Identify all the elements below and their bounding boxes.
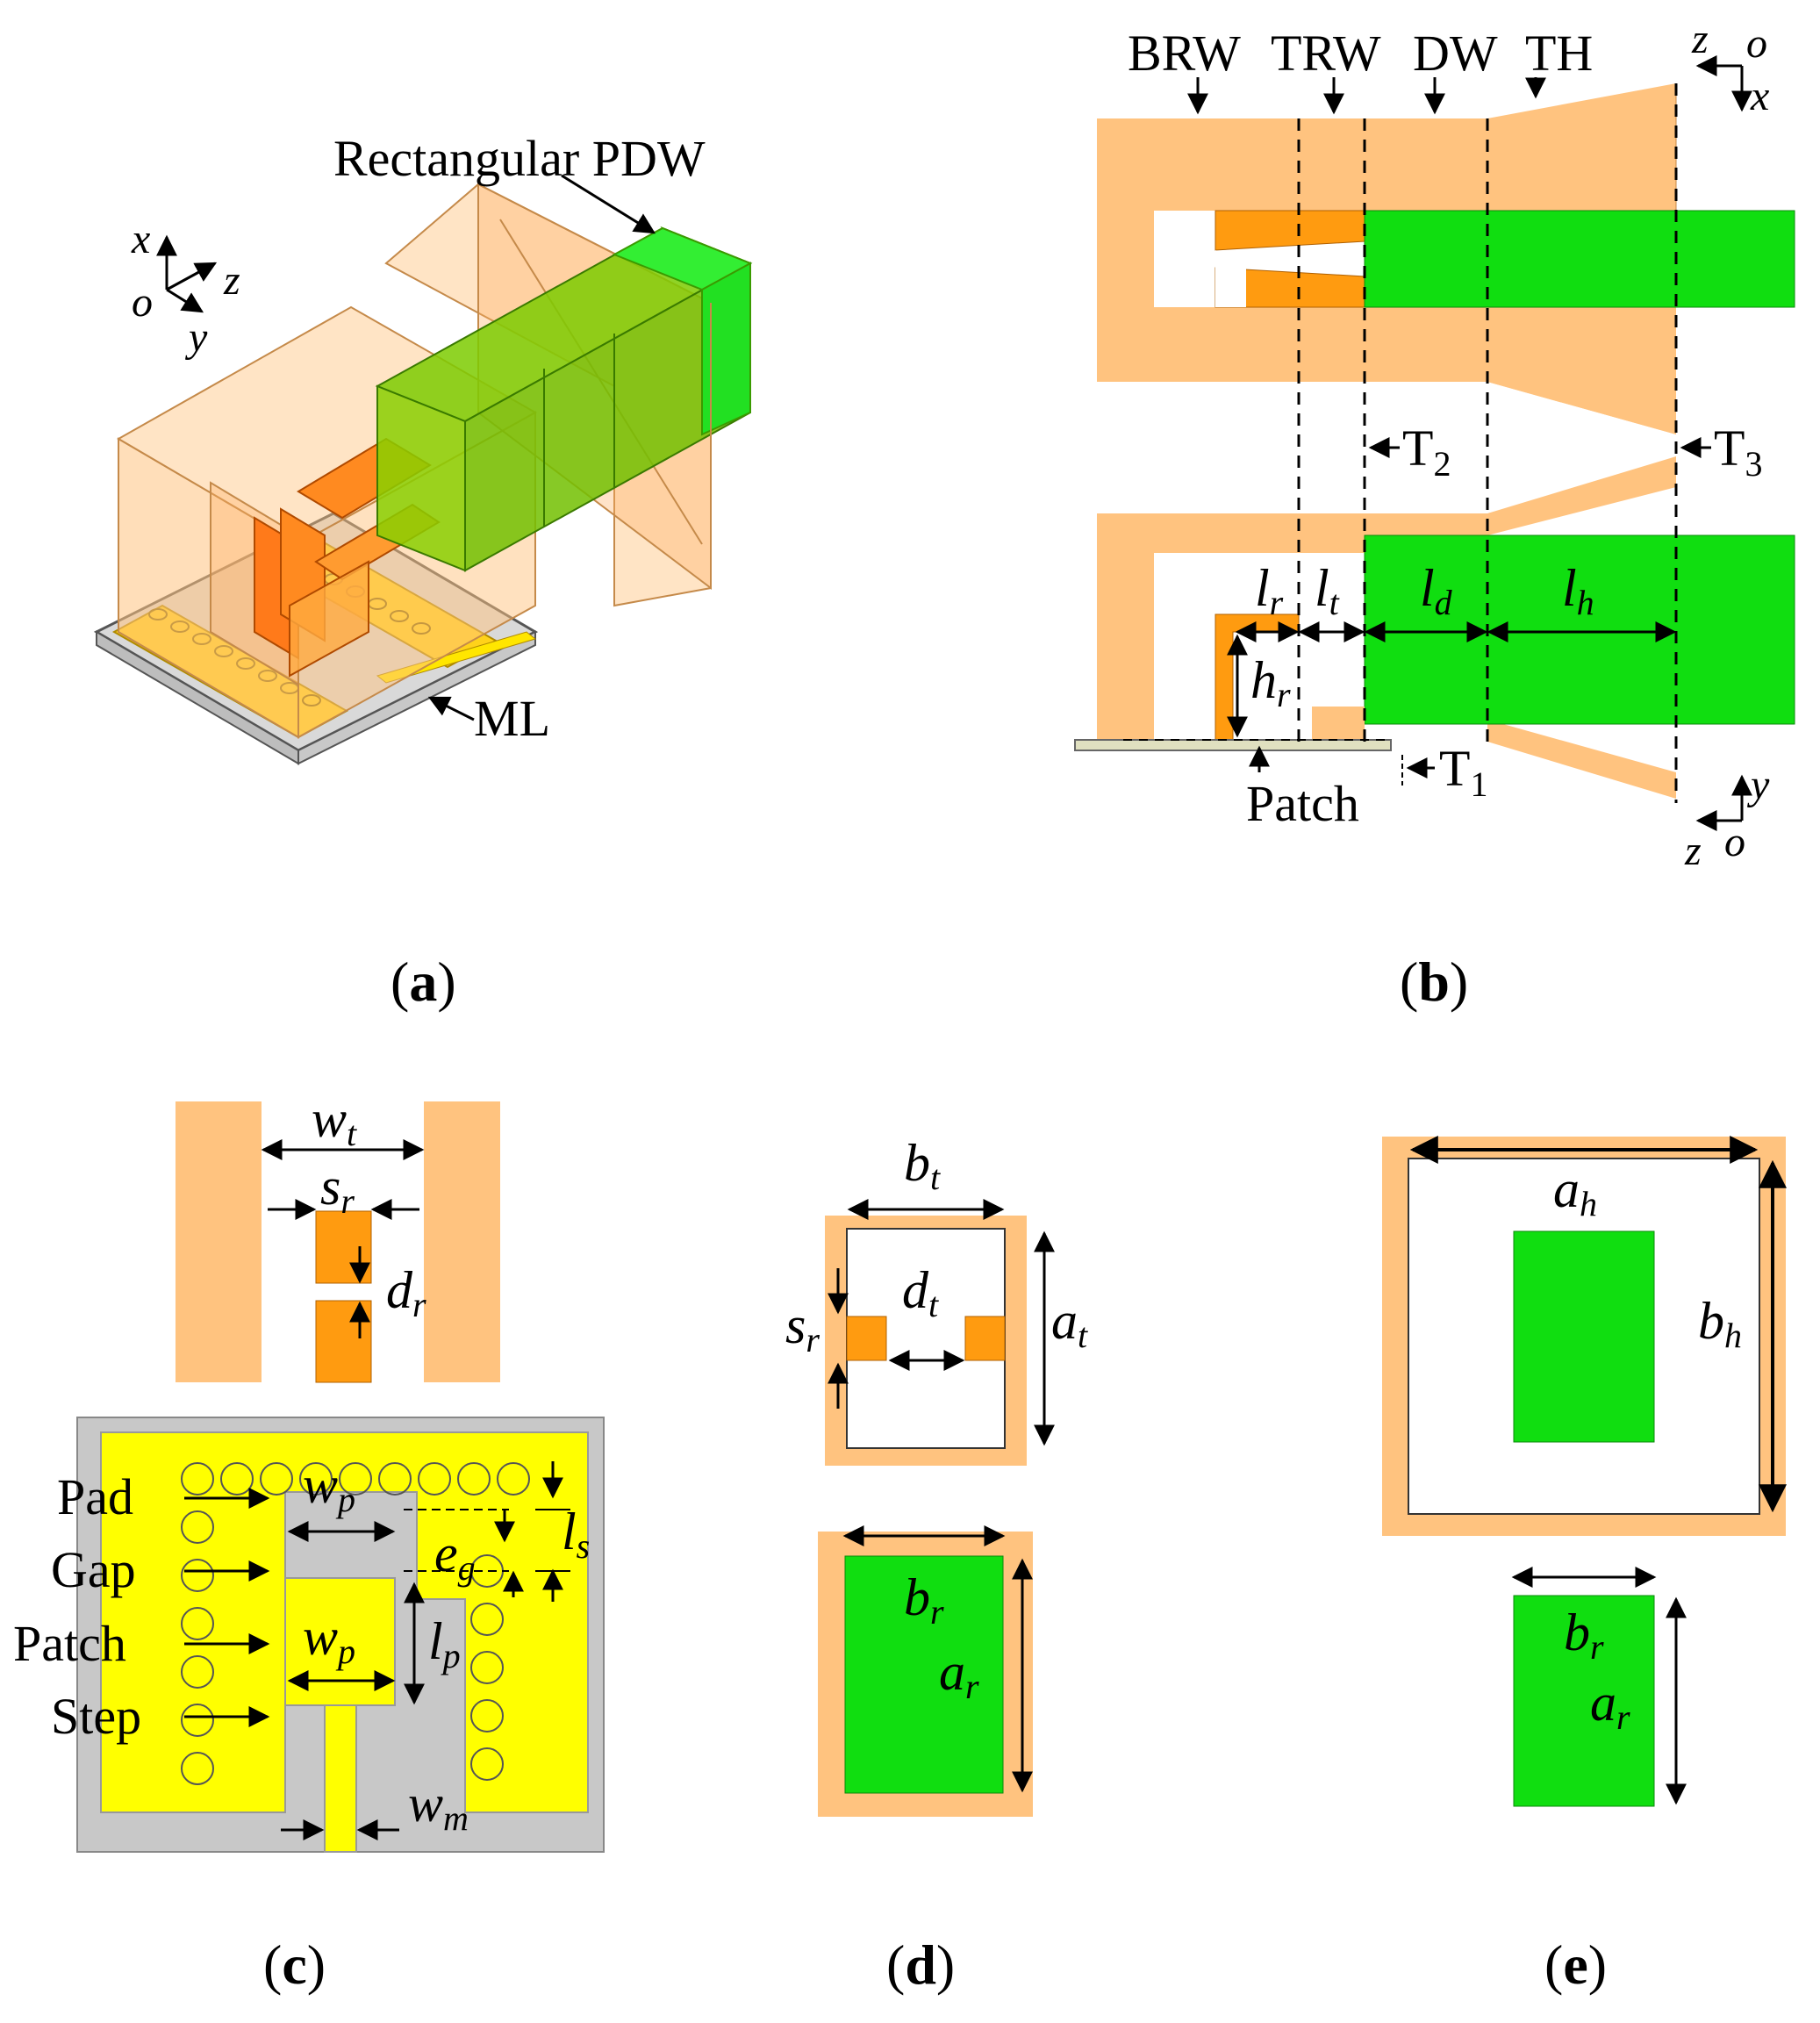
svg-text:y: y — [184, 314, 208, 361]
green-dw-in-horn — [1513, 1230, 1655, 1443]
dims-c-top: wt sr dr — [261, 1090, 426, 1338]
svg-text:lr: lr — [1255, 559, 1284, 622]
axes-triad-a: x z o y — [131, 216, 240, 361]
svg-text:z: z — [1684, 828, 1702, 874]
dims-e-top: ah bh — [1409, 1136, 1787, 1513]
axes-b-bottom: z o y — [1684, 762, 1770, 874]
dims-d-top: bt dt sr at — [785, 1134, 1088, 1446]
label-rectangular-pdw: Rectangular PDW — [333, 130, 706, 187]
reference-planes — [1297, 83, 1678, 803]
caption-b: (b) — [1400, 951, 1468, 1013]
green-dw-cross-e — [1513, 1595, 1655, 1807]
svg-text:o: o — [132, 279, 153, 326]
svg-text:sr: sr — [320, 1158, 355, 1221]
svg-text:T1: T1 — [1439, 740, 1487, 804]
green-dw-top — [1364, 210, 1795, 308]
svg-text:wp: wp — [303, 1608, 355, 1671]
label-gap: Gap — [51, 1541, 136, 1598]
label-pad: Pad — [57, 1468, 133, 1525]
label-patch-c: Patch — [13, 1615, 126, 1672]
feed-line — [324, 1704, 357, 1853]
ridge-left-d — [846, 1316, 887, 1361]
svg-text:dt: dt — [902, 1261, 939, 1324]
svg-text:hr: hr — [1250, 651, 1291, 714]
ridge-right-d — [964, 1316, 1006, 1361]
svg-text:dr: dr — [386, 1261, 426, 1324]
svg-text:ar: ar — [1590, 1674, 1630, 1737]
horn-top-flare-upper — [1487, 83, 1676, 211]
label-th: TH — [1525, 25, 1593, 82]
caption-a: (a) — [391, 951, 456, 1013]
svg-text:bt: bt — [904, 1134, 941, 1197]
axes-b-top: z o x — [1691, 16, 1769, 119]
ridge-lower — [315, 1300, 372, 1383]
svg-text:z: z — [1691, 16, 1709, 62]
svg-text:br: br — [1564, 1603, 1604, 1667]
svg-text:o: o — [1724, 819, 1745, 865]
svg-text:T3: T3 — [1714, 420, 1762, 484]
dims-c-bottom: wp wp eg ls lp wm — [281, 1456, 590, 1840]
panel-a: Rectangular PDW ML x z o y (a) — [93, 130, 753, 1013]
caption-e: (e) — [1544, 1933, 1607, 1996]
svg-text:ar: ar — [939, 1643, 979, 1706]
label-dw: DW — [1413, 25, 1498, 82]
dims-e-bottom: br ar — [1511, 1567, 1687, 1805]
patch-substrate — [1074, 739, 1392, 751]
ridge-upper — [315, 1210, 372, 1284]
panel-c: wt sr dr — [13, 1090, 605, 1996]
svg-text:bh: bh — [1698, 1292, 1742, 1355]
svg-text:lp: lp — [428, 1612, 461, 1675]
label-step: Step — [51, 1688, 141, 1745]
svg-text:at: at — [1051, 1292, 1088, 1355]
svg-text:o: o — [1746, 20, 1767, 67]
svg-text:br: br — [904, 1568, 944, 1632]
svg-text:wp: wp — [303, 1456, 355, 1519]
section-labels: BRW TRW DW TH — [1128, 25, 1593, 115]
caption-d: (d) — [886, 1933, 955, 1996]
svg-text:wm: wm — [408, 1775, 469, 1838]
svg-text:wt: wt — [312, 1090, 357, 1153]
label-patch-b: Patch — [1246, 775, 1359, 832]
label-trw: TRW — [1271, 25, 1381, 82]
plane-labels: T2 T3 T1 — [1368, 420, 1762, 804]
panel-b: BRW TRW DW TH T2 T3 T1 Patch lr lt — [1074, 16, 1795, 1013]
labels-c: Pad Gap Patch Step — [13, 1468, 270, 1745]
svg-text:z: z — [223, 257, 240, 304]
svg-text:T2: T2 — [1402, 420, 1451, 484]
label-ml: ML — [474, 690, 550, 747]
green-dw-cross-d — [844, 1555, 1004, 1794]
caption-c: (c) — [263, 1933, 326, 1996]
svg-text:ah: ah — [1553, 1160, 1597, 1223]
svg-text:ld: ld — [1420, 559, 1453, 622]
panel-d: bt dt sr at br ar (d) — [785, 1134, 1088, 1996]
svg-text:eg: eg — [434, 1524, 476, 1588]
svg-text:x: x — [131, 216, 150, 262]
svg-text:y: y — [1746, 762, 1770, 808]
label-brw: BRW — [1128, 25, 1241, 82]
dimensions-b: lr lt ld lh hr — [1227, 559, 1677, 738]
svg-text:lt: lt — [1315, 559, 1340, 622]
panel-e: ah bh br ar (e) — [1382, 1136, 1787, 1996]
svg-text:lh: lh — [1562, 559, 1594, 622]
svg-text:sr: sr — [785, 1296, 820, 1359]
dims-d-bottom: br ar — [842, 1525, 1033, 1793]
horn-top-flare-lower — [1487, 307, 1676, 434]
svg-text:ls: ls — [562, 1503, 590, 1566]
svg-text:x: x — [1750, 73, 1769, 119]
